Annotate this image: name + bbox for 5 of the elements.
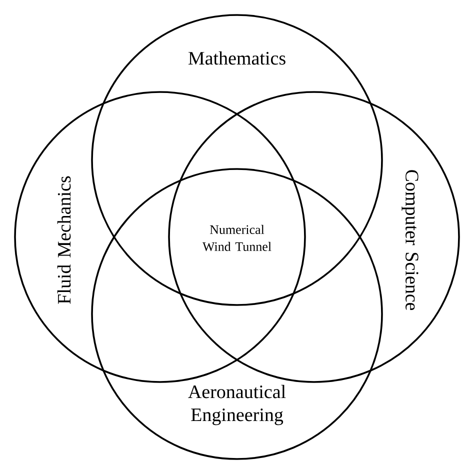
center-label: Numerical Wind Tunnel	[202, 224, 272, 252]
circle-label: Mathematics	[188, 51, 286, 65]
circle-label: Fluid Mechanics	[57, 176, 71, 304]
circle-label: Computer Science	[402, 170, 418, 310]
circle-label: Aeronautical Engineering	[188, 384, 286, 426]
